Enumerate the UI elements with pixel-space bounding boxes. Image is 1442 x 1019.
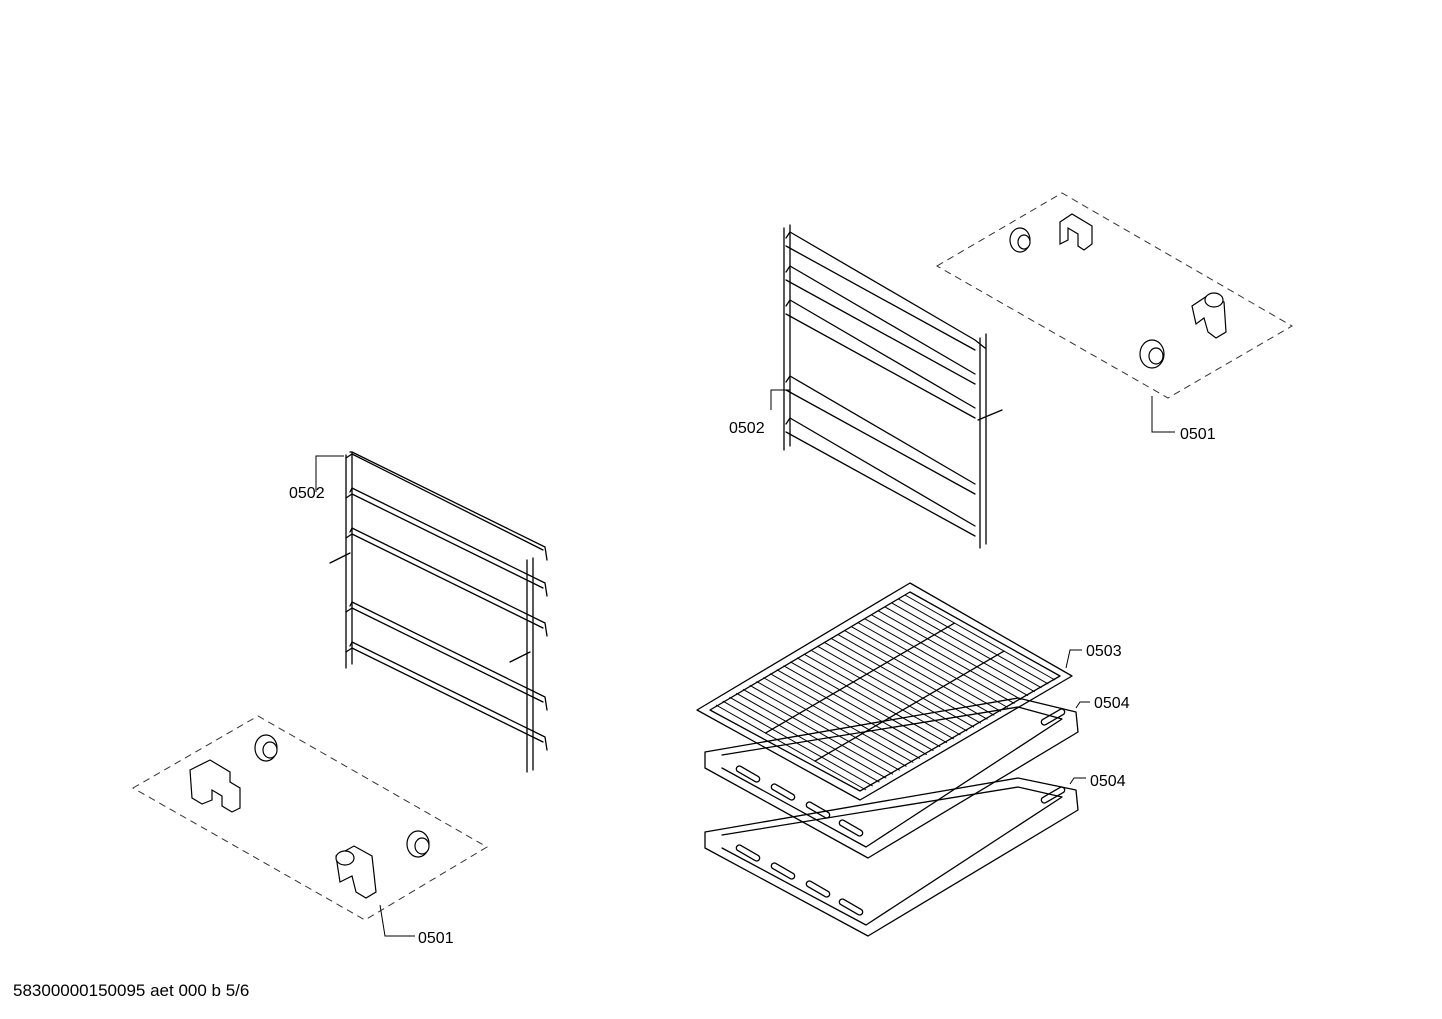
right-clips-leader xyxy=(1151,396,1175,433)
right-rack-rear-post xyxy=(783,224,791,451)
upper-baking-tray xyxy=(704,697,1090,859)
left-clips-leader xyxy=(379,904,415,937)
left-rack-leader xyxy=(315,455,344,492)
wire-shelf-leader xyxy=(1065,649,1082,669)
wire-shelf-bar xyxy=(837,633,988,720)
wire-shelf-bar xyxy=(877,610,1029,697)
left-clip-holder xyxy=(335,845,377,899)
upper-tray-rim xyxy=(704,697,1079,859)
left-clips-group xyxy=(131,715,488,937)
left-rack-rails xyxy=(345,451,548,751)
wire-shelf xyxy=(696,582,1082,801)
callout-clips-right: 0501 xyxy=(1180,426,1216,443)
callout-rack-right: 0502 xyxy=(729,420,765,437)
right-clip-knob-1 xyxy=(1009,227,1031,253)
wire-shelf-bar xyxy=(830,637,981,724)
right-rack-rails xyxy=(785,231,986,537)
wire-shelf-bar xyxy=(715,704,867,791)
wire-shelf-frame-inner xyxy=(709,591,1061,792)
wire-shelf-bar xyxy=(776,669,927,756)
left-clip-bracket xyxy=(189,759,241,813)
lower-baking-tray xyxy=(704,777,1086,937)
wire-shelf-bar xyxy=(850,625,1002,712)
right-rack-front-post xyxy=(979,333,987,549)
upper-tray-inner xyxy=(721,706,1063,848)
right-clip-bracket xyxy=(1059,213,1093,251)
wire-shelf-bar xyxy=(729,696,880,783)
callout-clips-left: 0501 xyxy=(418,930,454,947)
left-shelf-rack xyxy=(329,451,548,773)
wire-shelf-bar xyxy=(796,657,948,744)
left-clip-knob-2 xyxy=(406,830,430,858)
right-clip-holder xyxy=(1191,292,1227,339)
upper-tray-slots xyxy=(735,708,1066,837)
callout-wire-shelf: 0503 xyxy=(1086,643,1122,660)
wire-shelf-bar xyxy=(857,622,1008,708)
wire-shelf-bar xyxy=(783,665,934,752)
lower-tray-rim xyxy=(704,777,1079,937)
wire-shelf-bar xyxy=(898,598,1049,685)
left-rack-stub-bottom xyxy=(509,651,531,663)
wire-shelf-cross-wire xyxy=(814,650,1005,762)
right-clips-group xyxy=(936,192,1293,433)
wire-shelf-cross-wire xyxy=(764,622,956,734)
left-rack-rear-post xyxy=(345,451,353,669)
left-rack-stub-top xyxy=(329,552,351,564)
wire-shelf-bar xyxy=(763,677,914,763)
wire-shelf-bar xyxy=(817,645,968,732)
lower-tray-leader xyxy=(1069,777,1086,785)
wire-shelf-bars xyxy=(715,594,1056,791)
callout-tray-lower: 0504 xyxy=(1090,773,1126,790)
lower-tray-slots xyxy=(735,786,1066,916)
wire-shelf-bar xyxy=(823,641,975,728)
upper-tray-leader xyxy=(1075,701,1090,709)
right-rack-stub xyxy=(977,409,1003,421)
callout-tray-upper: 0504 xyxy=(1094,695,1130,712)
wire-shelf-bar xyxy=(769,673,921,760)
lower-tray-inner xyxy=(721,786,1063,926)
wire-shelf-bar xyxy=(810,649,961,736)
wire-shelf-frame-outer xyxy=(696,582,1073,801)
wire-shelf-bar xyxy=(884,606,1035,693)
callout-rack-left: 0502 xyxy=(289,485,325,502)
wire-shelf-bar xyxy=(803,653,954,740)
wire-shelf-bar xyxy=(756,680,907,767)
right-clip-knob-2 xyxy=(1139,339,1165,369)
right-rack-leader xyxy=(770,389,790,410)
left-clips-outline xyxy=(131,715,488,921)
wire-shelf-bar xyxy=(736,692,887,779)
wire-shelf-bar xyxy=(844,629,995,716)
wire-shelf-bar xyxy=(871,614,1022,701)
wire-shelf-bar xyxy=(904,594,1056,681)
right-clips-outline xyxy=(936,192,1293,399)
left-rack-front-post xyxy=(526,557,534,773)
wire-shelf-bar xyxy=(864,618,1015,705)
wire-shelf-bar xyxy=(742,688,894,775)
wire-shelf-bar xyxy=(790,661,941,748)
wire-shelf-bar xyxy=(722,700,873,787)
left-clip-knob-1 xyxy=(254,734,278,762)
wire-shelf-bar xyxy=(891,602,1042,689)
document-code: 58300000150095 aet 000 b 5/6 xyxy=(13,981,250,1000)
right-shelf-rack xyxy=(783,224,1003,549)
wire-shelf-bar xyxy=(749,684,900,771)
